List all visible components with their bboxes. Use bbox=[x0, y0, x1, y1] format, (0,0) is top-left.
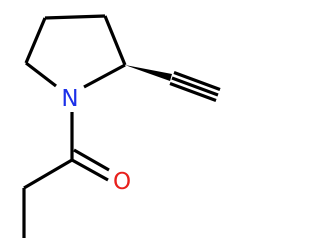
atom-label-oxygen: O bbox=[113, 169, 131, 195]
double-bond-c8-o1-inner bbox=[73, 148, 110, 172]
atom-label-nitrogen: N bbox=[61, 86, 78, 112]
triple-bond-c6-c7-lower bbox=[169, 81, 217, 103]
bond-c4-c5 bbox=[103, 15, 127, 66]
double-bond-c8-o1-outer bbox=[71, 158, 109, 182]
triple-bond-c6-c7-upper bbox=[173, 70, 221, 92]
bond-c8-c9 bbox=[23, 158, 73, 190]
bond-c2-c3 bbox=[24, 17, 47, 64]
molecule-structure: N O bbox=[22, 14, 221, 238]
triple-bond-c6-c7-center bbox=[171, 76, 219, 97]
bond-n1-c2 bbox=[25, 61, 57, 88]
wedge-bond-c5-c6 bbox=[125, 65, 172, 81]
bond-c5-n1 bbox=[83, 63, 126, 89]
bond-c3-c4 bbox=[44, 14, 106, 20]
